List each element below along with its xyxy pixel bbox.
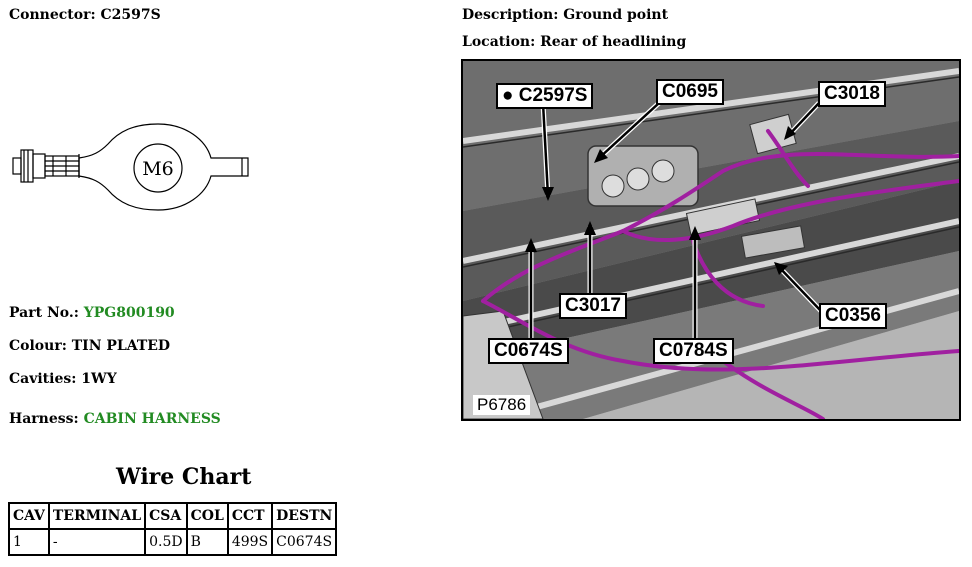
cavities-field: Cavities: 1WY bbox=[9, 371, 117, 387]
headlining-illustration bbox=[463, 61, 959, 419]
picture-code: P6786 bbox=[473, 395, 531, 415]
header-terminal: TERMINAL bbox=[47, 502, 147, 530]
header-cct: CCT bbox=[226, 502, 274, 530]
wire-chart-title: Wire Chart bbox=[116, 464, 252, 490]
harness-field: Harness: CABIN HARNESS bbox=[9, 411, 221, 427]
wire-chart-header-row: CAV TERMINAL CSA COL CCT DESTN bbox=[8, 502, 338, 530]
callout-c0784s: C0784S bbox=[653, 338, 734, 364]
callout-c0356: C0356 bbox=[819, 303, 887, 329]
location-value: Rear of headlining bbox=[540, 34, 687, 50]
part-no-label: Part No.: bbox=[9, 305, 79, 321]
cavities-value: 1WY bbox=[81, 371, 117, 387]
header-col: COL bbox=[185, 502, 229, 530]
colour-value: TIN PLATED bbox=[71, 338, 171, 354]
cell-csa: 0.5D bbox=[144, 528, 188, 556]
header-cav: CAV bbox=[8, 502, 50, 530]
part-no-field: Part No.: YPG800190 bbox=[9, 305, 175, 321]
cell-terminal: - bbox=[47, 528, 147, 556]
colour-field: Colour: TIN PLATED bbox=[9, 338, 170, 354]
connector-label: Connector: bbox=[9, 7, 96, 23]
ring-terminal-drawing: M6 bbox=[12, 123, 249, 211]
cell-cct: 499S bbox=[226, 528, 274, 556]
connector-field: Connector: C2597S bbox=[9, 7, 161, 23]
harness-label: Harness: bbox=[9, 411, 79, 427]
cell-destn: C0674S bbox=[271, 528, 338, 556]
table-row: 1 - 0.5D B 499S C0674S bbox=[8, 528, 338, 556]
location-field: Location: Rear of headlining bbox=[462, 34, 686, 50]
callout-c0674s: C0674S bbox=[488, 338, 569, 364]
callout-c3018: C3018 bbox=[818, 81, 886, 107]
cell-cav: 1 bbox=[8, 528, 50, 556]
callout-c2597s-text: C2597S bbox=[518, 85, 588, 106]
cavities-label: Cavities: bbox=[9, 371, 77, 387]
cell-col: B bbox=[185, 528, 229, 556]
location-label: Location: bbox=[462, 34, 536, 50]
stud-size-text: M6 bbox=[142, 158, 174, 180]
colour-label: Colour: bbox=[9, 338, 67, 354]
description-value: Ground point bbox=[563, 7, 669, 23]
harness-link[interactable]: CABIN HARNESS bbox=[83, 411, 221, 427]
header-destn: DESTN bbox=[271, 502, 338, 530]
header-csa: CSA bbox=[144, 502, 188, 530]
description-label: Description: bbox=[462, 7, 559, 23]
callout-c3017: C3017 bbox=[559, 293, 627, 319]
description-field: Description: Ground point bbox=[462, 7, 668, 23]
location-photo: ● C2597S C0695 C3018 C3017 C0356 C0674S … bbox=[461, 59, 961, 421]
callout-c2597s: ● C2597S bbox=[496, 83, 594, 109]
wire-chart-table: CAV TERMINAL CSA COL CCT DESTN 1 - 0.5D … bbox=[8, 502, 338, 556]
connector-value: C2597S bbox=[100, 7, 161, 23]
part-no-link[interactable]: YPG800190 bbox=[83, 305, 175, 321]
callout-c0695: C0695 bbox=[656, 79, 724, 105]
